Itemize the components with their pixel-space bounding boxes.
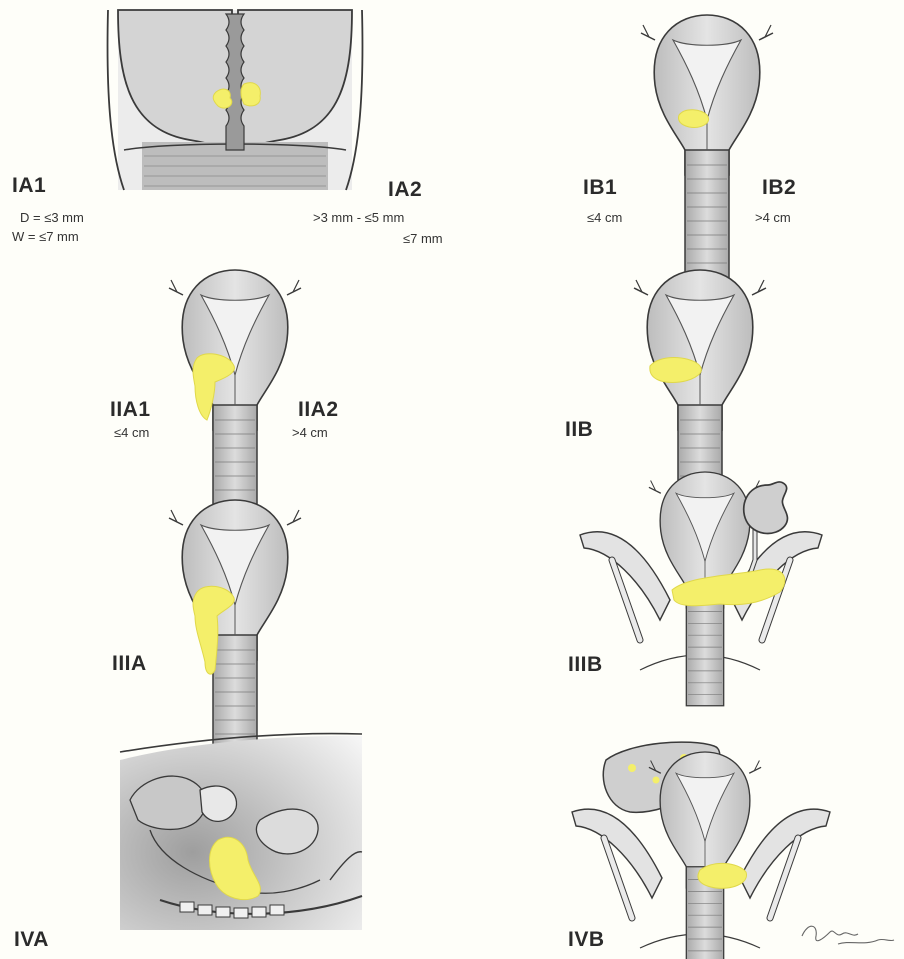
stage-iia2-label: IIA2: [298, 398, 339, 422]
stage-ia1-depth: D = ≤3 mm: [20, 210, 84, 225]
stage-ivb-label: IVB: [568, 928, 605, 952]
ivb-pelvis-illustration: [572, 742, 830, 959]
ib-uterus-illustration: [641, 15, 773, 290]
stage-ib2-label: IB2: [762, 176, 796, 200]
stage-iia2-size: >4 cm: [292, 425, 328, 440]
stage-iiia-label: IIIA: [112, 652, 147, 676]
iva-sagittal-illustration: [120, 734, 362, 930]
iiia-uterus-illustration: [169, 500, 301, 775]
stage-ia2-width: ≤7 mm: [403, 231, 443, 246]
stage-ia1-label: IA1: [12, 174, 46, 198]
artist-signature: [798, 918, 898, 952]
stage-ib2-size: >4 cm: [755, 210, 791, 225]
stage-iva-label: IVA: [14, 928, 49, 952]
stage-ia2-depth: >3 mm - ≤5 mm: [313, 210, 404, 225]
stage-ia1-width: W = ≤7 mm: [12, 229, 79, 244]
stage-ib1-size: ≤4 cm: [587, 210, 622, 225]
stage-iiib-label: IIIB: [568, 653, 603, 677]
ia-closeup-illustration: [108, 10, 363, 190]
stage-ia2-label: IA2: [388, 178, 422, 202]
stage-iia1-label: IIA1: [110, 398, 151, 422]
kidney-icon: [744, 482, 788, 534]
stage-iia1-size: ≤4 cm: [114, 425, 149, 440]
stage-ib1-label: IB1: [583, 176, 617, 200]
stage-iib-label: IIB: [565, 418, 593, 442]
iiib-pelvis-illustration: [580, 472, 822, 706]
